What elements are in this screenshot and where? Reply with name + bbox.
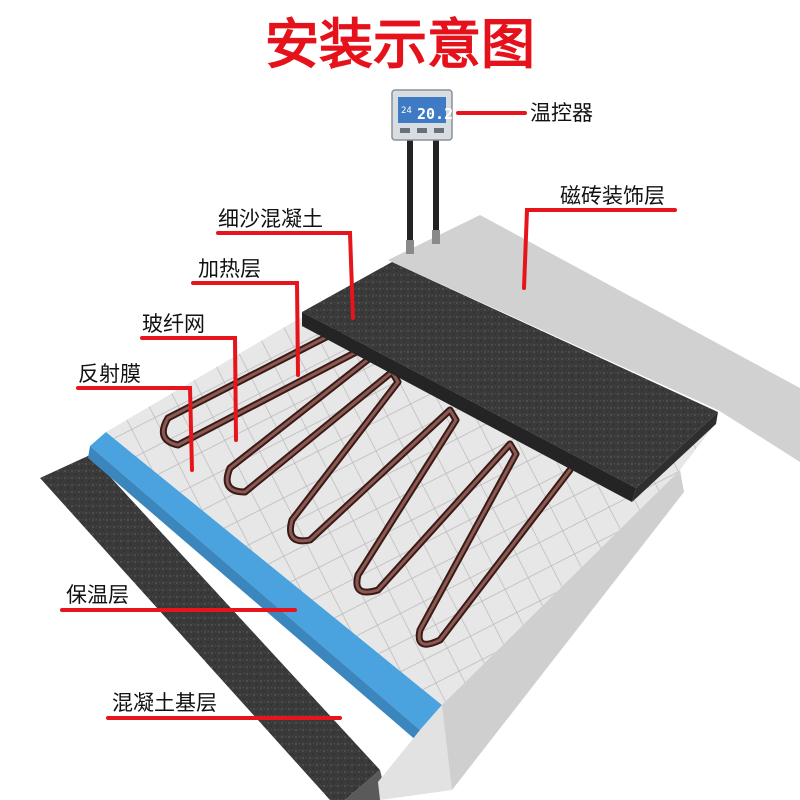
fine-sand-concrete-layer	[302, 262, 718, 502]
concrete-base-layer	[40, 455, 383, 800]
thermostat-button	[400, 128, 410, 133]
leader-reflective-film	[76, 386, 194, 472]
label-thermostat: 温控器	[530, 101, 593, 125]
leader-heating-layer	[191, 281, 300, 377]
thermostat-button	[417, 128, 427, 133]
tile-decorative-layer	[388, 215, 800, 462]
thermostat-main-reading: 20.2	[417, 105, 453, 123]
thermostat-small-reading: 24	[401, 106, 412, 116]
label-tile-layer: 磁砖装饰层	[560, 184, 665, 208]
heating-pipe-highlight	[161, 328, 572, 646]
insulation-layer-edge	[88, 446, 420, 742]
wire-cap-left	[406, 240, 414, 254]
leader-fine-concrete	[216, 231, 355, 320]
label-fiberglass-mesh: 玻纤网	[142, 312, 205, 336]
label-concrete-base: 混凝土基层	[112, 691, 217, 715]
label-reflective-film: 反射膜	[78, 362, 141, 386]
thermostat-wire-left	[407, 134, 413, 254]
insulation-layer	[90, 432, 442, 730]
wire-cap-right	[432, 230, 440, 244]
thermostat-button	[434, 128, 444, 133]
label-heating-layer: 加热层	[198, 257, 261, 281]
thermostat-device: 24 20.2	[391, 89, 453, 141]
reflective-film-edge	[378, 705, 452, 800]
label-insulation: 保温层	[66, 583, 129, 607]
leader-tile-layer	[522, 208, 677, 290]
leader-fiberglass-mesh	[140, 336, 238, 442]
thermostat-wire-right	[433, 134, 439, 244]
page-title: 安装示意图	[265, 13, 535, 76]
mesh-layer-edge	[420, 470, 684, 790]
thermostat-screen	[398, 97, 446, 123]
label-fine-concrete: 细沙混凝土	[218, 207, 323, 231]
